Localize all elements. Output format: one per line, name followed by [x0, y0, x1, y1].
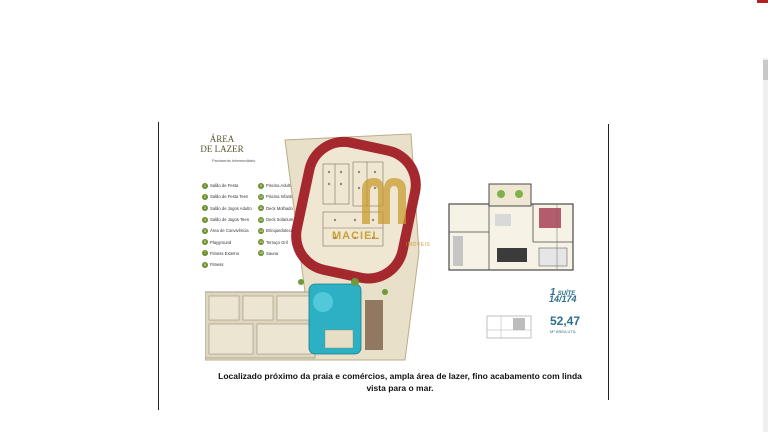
legend-label: Deck Solarium [266, 217, 294, 223]
legend-number-badge: 1 [202, 182, 208, 189]
leisure-area-site-plan [205, 133, 421, 361]
frame-border-right [608, 124, 609, 400]
property-description: Localizado próximo da praia e comércios,… [218, 371, 582, 393]
scrollbar-thumb[interactable] [763, 60, 768, 80]
leisure-area-title: ÁREA DE LAZER [198, 134, 246, 154]
legend-number-badge: 11 [258, 205, 264, 212]
legend-number-badge: 8 [202, 261, 208, 268]
suite-word: SUÍTE [557, 291, 576, 297]
legend-label: Piscina Adulto [266, 183, 293, 189]
legend-label: Piscina Infantil [266, 194, 293, 200]
legend-number-badge: 7 [202, 250, 208, 257]
watermark-brand-subtitle: IMÓVEIS [406, 242, 431, 248]
legend-label: Brinquedoteca [266, 228, 294, 234]
legend-label: Salão de Jogos Adulto [210, 205, 252, 211]
legend-number-badge: 9 [258, 182, 264, 189]
legend-label: Salão de Festa [210, 183, 239, 189]
watermark-brand-name: MACIEL [332, 230, 381, 242]
title-line-1: ÁREA [209, 134, 235, 144]
legend-number-badge: 2 [202, 193, 208, 200]
top-right-accent [757, 0, 768, 3]
legend-label: Deck Molhado [266, 205, 293, 211]
legend-number-badge: 12 [258, 216, 264, 223]
vertical-scrollbar[interactable] [763, 58, 768, 432]
legend-number-badge: 3 [202, 205, 208, 212]
legend-number-badge: 14 [258, 239, 264, 246]
leisure-area-subtitle: Pavimento Intermediário [212, 158, 256, 163]
legend-number-badge: 13 [258, 227, 264, 234]
unit-location-keyplan [486, 315, 532, 339]
legend-number-badge: 4 [202, 216, 208, 223]
maciel-logo-mark [362, 178, 406, 224]
title-line-2: DE LAZER [200, 144, 244, 154]
unit-code: 14/174 [549, 294, 577, 304]
frame-border-left [158, 122, 159, 410]
legend-label: Fitness [210, 262, 224, 268]
useful-area-value: 52,47 [550, 314, 581, 328]
legend-label: Salão de Jogos Teen [210, 217, 250, 223]
legend-label: Fitness Externo [210, 250, 240, 256]
legend-number-badge: 6 [202, 239, 208, 246]
legend-number-badge: 15 [258, 250, 264, 257]
legend-number-badge: 10 [258, 193, 264, 200]
legend-label: Salão de Festa Teen [210, 194, 249, 200]
legend-label: Área de Convivência [210, 228, 249, 234]
legend-number-badge: 5 [202, 227, 208, 234]
legend-label: Sauna [266, 250, 279, 256]
suite-count: 1 [550, 287, 556, 298]
legend-label: Playground [210, 239, 232, 245]
unit-floor-plan [448, 183, 574, 271]
useful-area-label: M² ÁREA ÚTIL [550, 329, 577, 334]
legend-label: Terraço Gril [266, 239, 288, 245]
